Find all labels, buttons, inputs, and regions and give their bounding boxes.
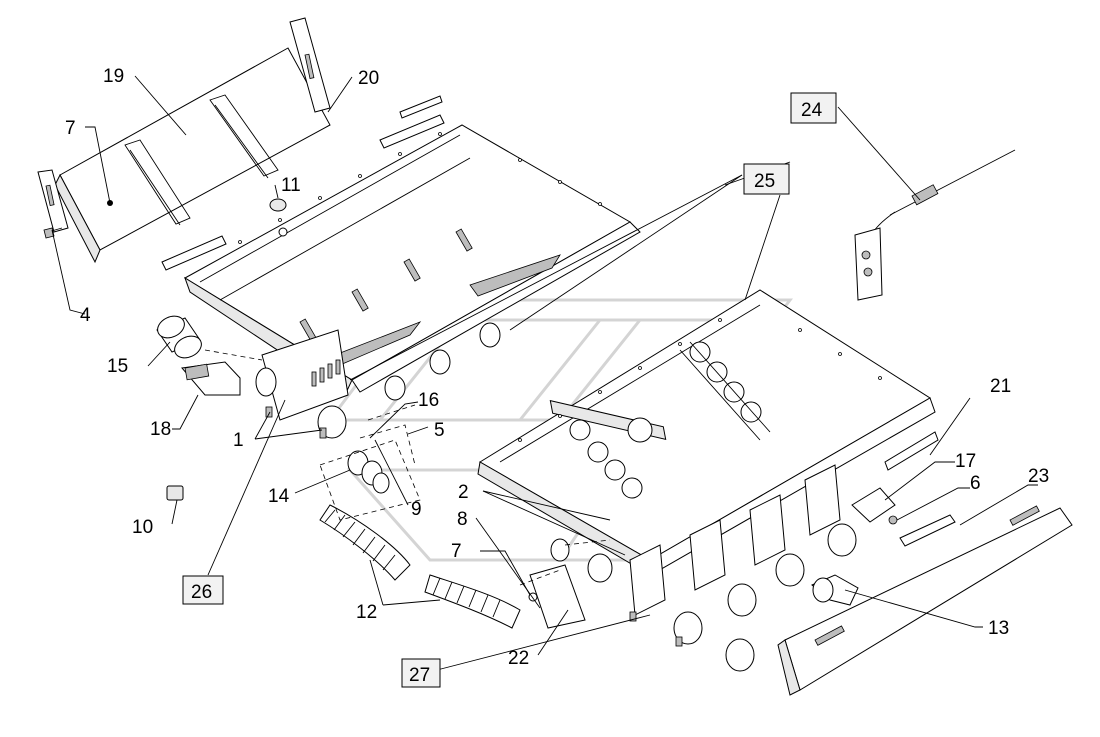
part-17 xyxy=(851,487,896,523)
chassis-bolt-holes xyxy=(518,318,882,442)
lower-chassis xyxy=(477,289,936,672)
pipe-13 xyxy=(811,574,859,606)
callout-24: 24 xyxy=(801,100,823,121)
chassis-brackets xyxy=(629,464,841,616)
callout-14: 14 xyxy=(268,486,290,507)
callout-24-box xyxy=(790,92,837,124)
leader-lines xyxy=(51,75,1038,671)
callout-27-box xyxy=(401,658,441,688)
callout-9: 9 xyxy=(411,499,422,520)
bolt-6 xyxy=(888,515,898,525)
left-housing-1 xyxy=(255,329,349,439)
part-10 xyxy=(166,485,184,501)
sensor-assembly-24 xyxy=(854,149,1016,301)
phantom-lines xyxy=(204,349,611,586)
callout-17: 17 xyxy=(955,451,976,472)
callout-6: 6 xyxy=(970,473,981,494)
rings-14 xyxy=(347,450,390,494)
callout-16: 16 xyxy=(418,390,439,411)
callout-2: 2 xyxy=(458,482,469,503)
callout-22: 22 xyxy=(508,648,529,669)
callout-27: 27 xyxy=(409,665,430,686)
plate-22 xyxy=(529,564,586,629)
callout-26: 26 xyxy=(191,582,212,603)
strip-lower xyxy=(161,235,227,271)
cap-11 xyxy=(269,198,287,212)
callout-12: 12 xyxy=(356,602,377,623)
callout-5: 5 xyxy=(434,420,445,441)
bracket-18 xyxy=(181,361,241,396)
callout-25: 25 xyxy=(754,171,775,192)
callout-4: 4 xyxy=(80,305,91,326)
chassis-plate-right xyxy=(679,341,771,441)
callout-21: 21 xyxy=(990,376,1011,397)
strip-top xyxy=(399,95,443,119)
callout-18: 18 xyxy=(150,419,171,440)
tube-15 xyxy=(156,315,202,359)
callout-7: 7 xyxy=(65,118,76,139)
strip-6 xyxy=(899,514,956,547)
hose-12a xyxy=(319,504,411,581)
strip-upper xyxy=(379,114,445,149)
part-21 xyxy=(884,431,939,471)
hopper-bolt-holes xyxy=(238,132,602,244)
callout-26-box xyxy=(182,575,224,605)
chassis-outlets xyxy=(550,523,857,672)
callout-10: 10 xyxy=(132,517,153,538)
callout-8: 8 xyxy=(457,509,468,530)
callout-19: 19 xyxy=(103,66,124,87)
side-bracket-right xyxy=(289,17,331,113)
callout-20: 20 xyxy=(358,68,379,89)
callout-13: 13 xyxy=(988,618,1009,639)
callout-1: 1 xyxy=(233,430,244,451)
callout-15: 15 xyxy=(107,356,128,377)
side-bracket-left xyxy=(37,169,69,239)
callout-23: 23 xyxy=(1028,466,1049,487)
callout-11: 11 xyxy=(281,175,301,196)
callout-7-lower: 7 xyxy=(451,541,462,562)
callout-25-box xyxy=(743,163,790,195)
shroud-23 xyxy=(777,505,1073,696)
hose-12b xyxy=(424,574,521,629)
hopper-slots xyxy=(299,228,473,342)
